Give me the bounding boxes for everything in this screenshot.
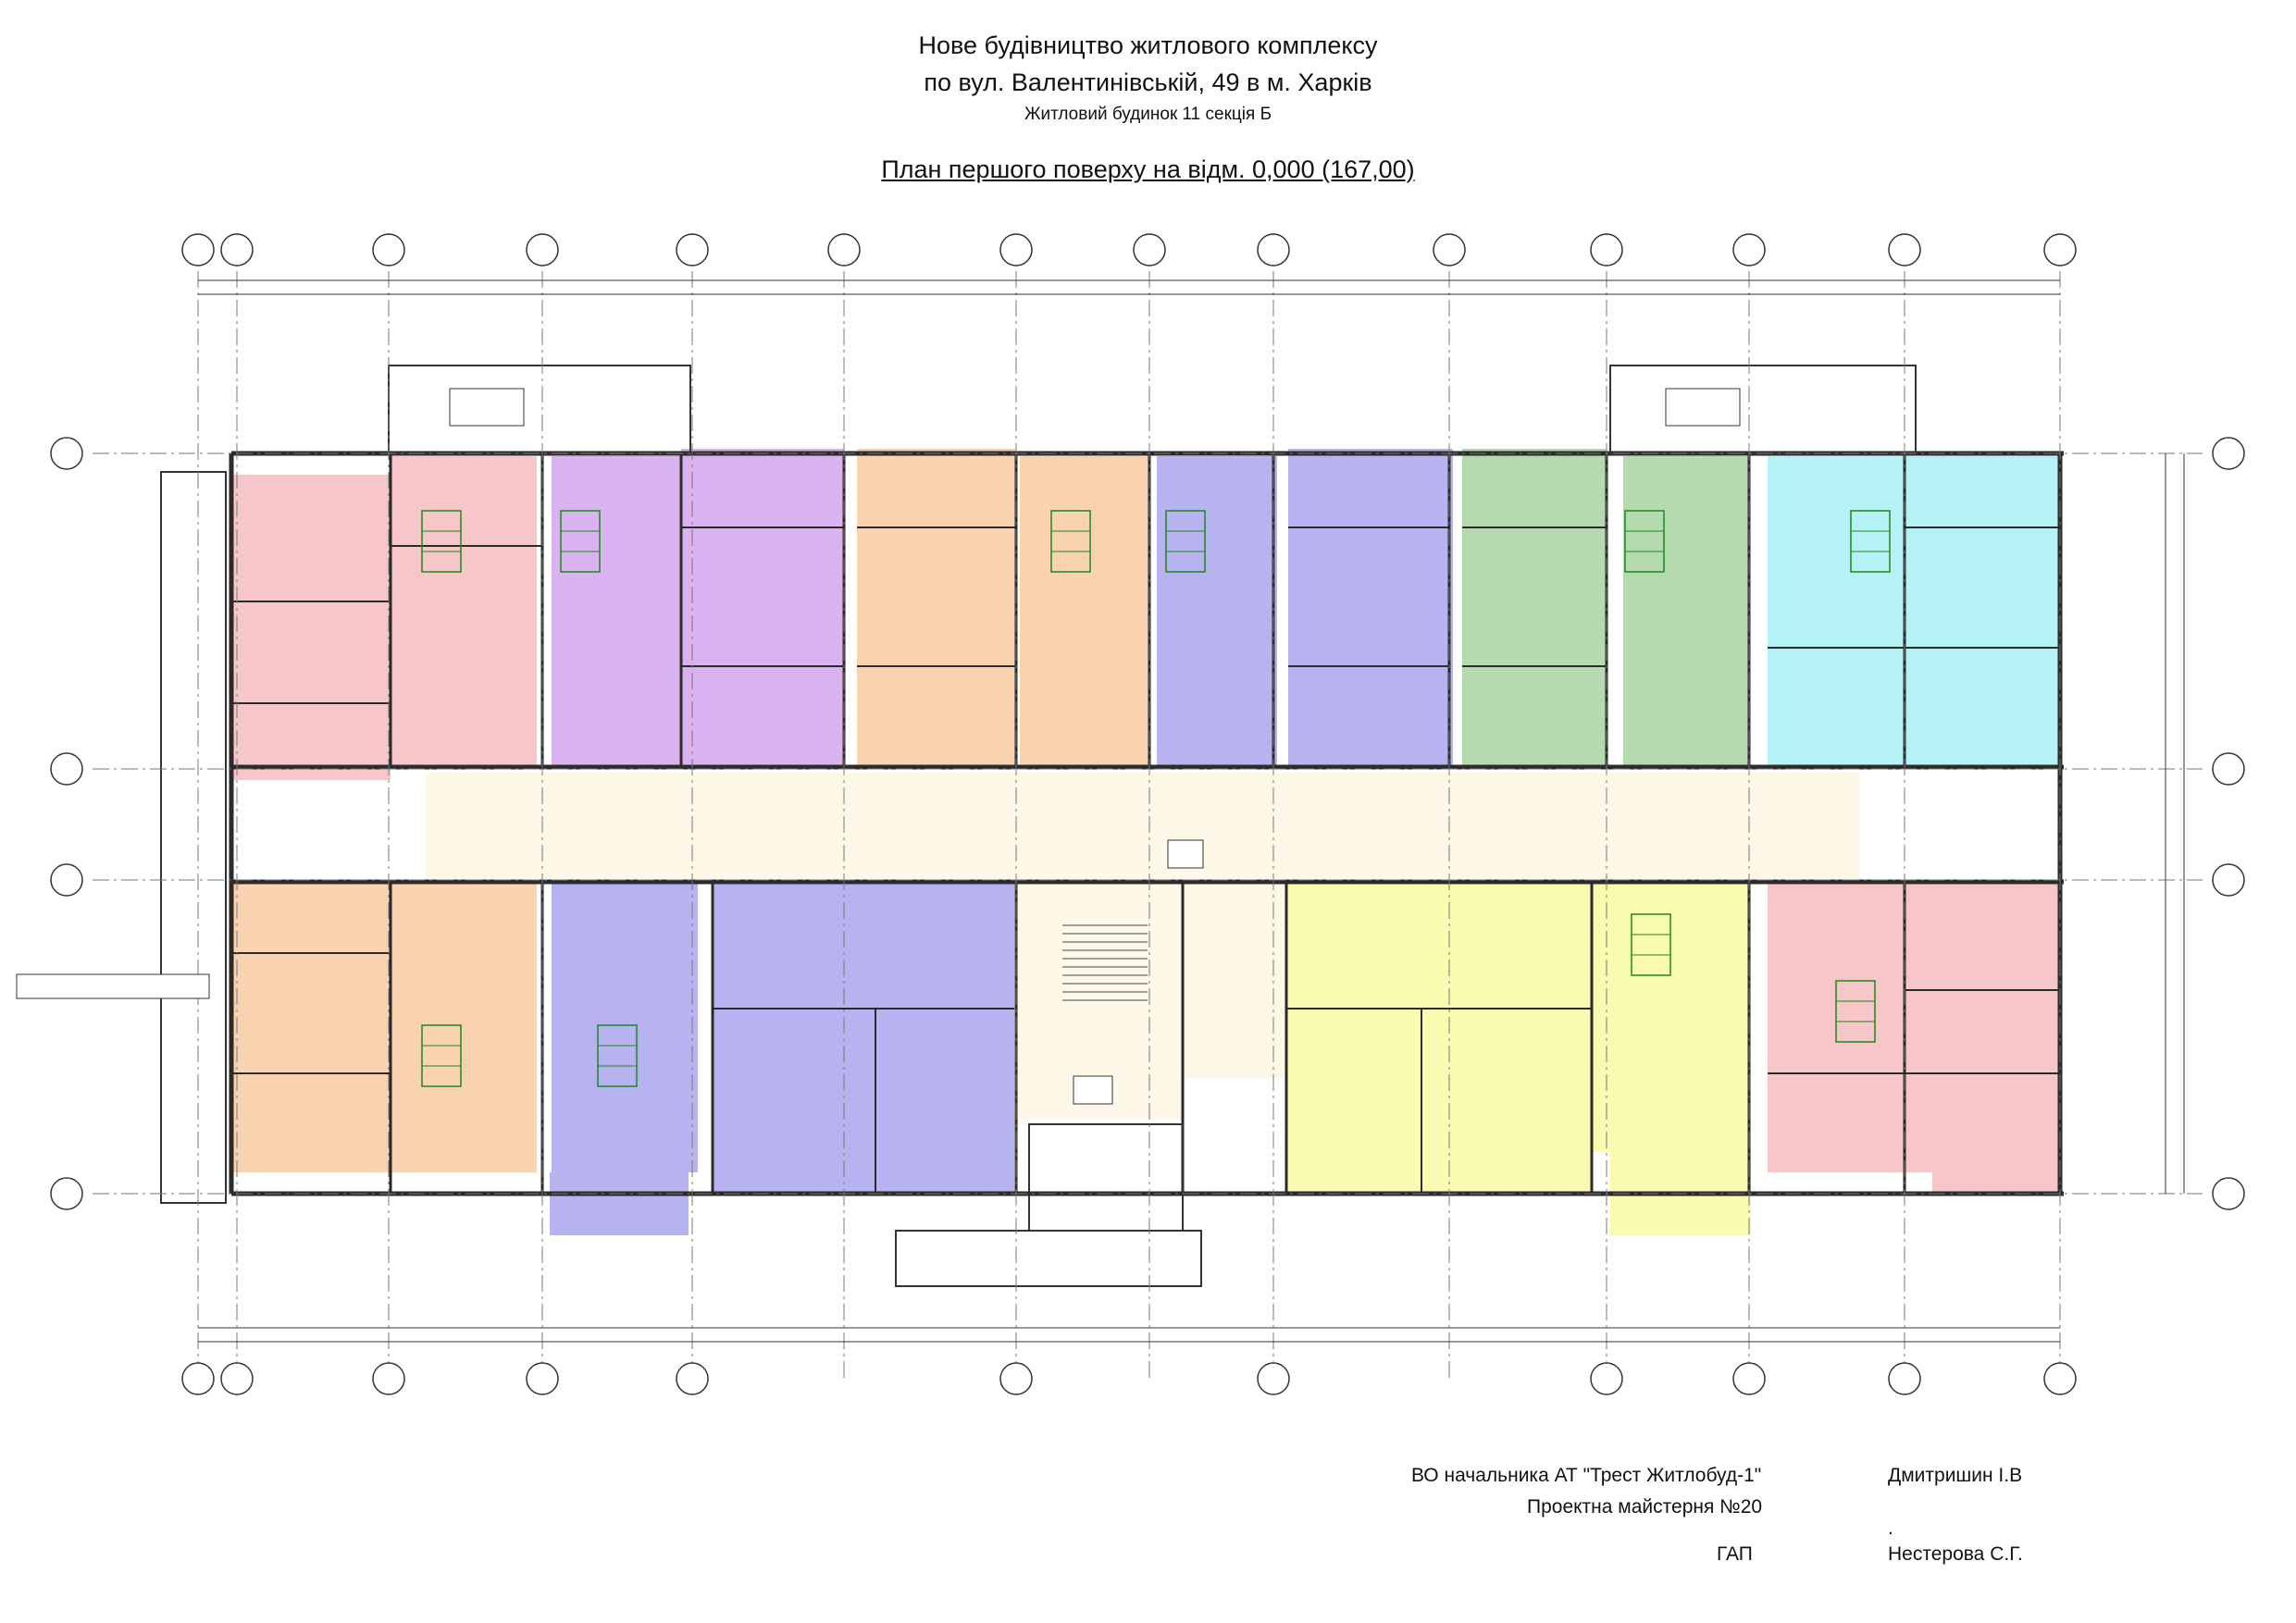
room-fill: [550, 1172, 689, 1235]
axis-bubble: [1590, 233, 1623, 266]
signature-dot: .: [1888, 1518, 1893, 1539]
room-fill: [552, 456, 681, 767]
apartment-badge: [597, 1024, 638, 1087]
apartment-badge: [1624, 510, 1665, 573]
org-line2: Проектна майстерня №20: [1527, 1496, 1763, 1518]
axis-bubble: [1888, 233, 1921, 266]
apartment-badge: [421, 510, 462, 573]
stair-hatch: [1665, 388, 1741, 427]
balcony-outline: [1609, 365, 1917, 454]
adjacent-building-edge: [160, 471, 227, 1204]
plan-title: План першого поверху на відм. 0,000 (167…: [881, 155, 1415, 183]
project-title-line2: по вул. Валентинівській, 49 в м. Харків: [924, 68, 1372, 96]
level-mark-main: [1167, 839, 1204, 869]
axis-bubble: [2043, 1362, 2077, 1395]
axis-bubble: [1732, 1362, 1766, 1395]
axis-bubble: [1888, 1362, 1921, 1395]
project-title-line1: Нове будівництво житлового комплексу: [918, 31, 1378, 59]
axis-bubble: [372, 1362, 405, 1395]
axis-bubble: [526, 1362, 559, 1395]
axis-bubble: [220, 233, 254, 266]
axis-bubble: [1433, 233, 1466, 266]
entry-vestibule: [1028, 1123, 1184, 1232]
room-fill: [233, 884, 396, 1172]
apartment-badge: [1050, 510, 1091, 573]
level-mark-stair: [1073, 1075, 1113, 1105]
axis-bubble: [2212, 437, 2245, 470]
entry-porch: [895, 1230, 1202, 1287]
axis-bubble: [676, 1362, 709, 1395]
axis-bubble: [1590, 1362, 1623, 1395]
room-fill: [1768, 884, 1906, 1172]
room-fill: [1286, 884, 1592, 1195]
apartment-badge: [560, 510, 601, 573]
axis-bubble: [2212, 1177, 2245, 1210]
stair-hatch: [449, 388, 525, 427]
room-fill: [1288, 449, 1453, 767]
axis-bubble: [372, 233, 405, 266]
axis-bubble: [181, 233, 215, 266]
room-fill: [857, 449, 1016, 767]
room-fill: [1016, 860, 1183, 1119]
room-fill: [1905, 456, 2062, 767]
room-fill: [552, 884, 698, 1172]
apartment-badge: [1165, 510, 1206, 573]
room-fill: [233, 475, 391, 780]
axis-bubble: [220, 1362, 254, 1395]
signatory-name-2: Нестерова С.Г.: [1888, 1543, 2023, 1565]
apartment-badge: [1631, 913, 1671, 976]
axis-bubble: [50, 437, 83, 470]
axis-bubble: [526, 233, 559, 266]
apartment-badge: [1850, 510, 1891, 573]
room-fill: [1462, 449, 1607, 767]
axis-bubble: [1732, 233, 1766, 266]
building-subtitle: Житловий будинок 11 секція Б: [1024, 105, 1272, 124]
axis-bubble: [999, 233, 1033, 266]
room-fill: [681, 449, 844, 767]
axis-bubble: [50, 1177, 83, 1210]
room-fill: [391, 456, 537, 767]
axis-bubble: [999, 1362, 1033, 1395]
axis-bubble: [181, 1362, 215, 1395]
balcony-outline: [388, 365, 691, 454]
room-fill: [1768, 456, 1905, 767]
room-fill: [1157, 456, 1277, 767]
axis-bubble: [1133, 233, 1166, 266]
axis-bubble: [50, 863, 83, 897]
axis-bubble: [2043, 233, 2077, 266]
room-fill: [1623, 456, 1749, 767]
role-label: ГАП: [1717, 1543, 1753, 1565]
axis-bubble: [2212, 752, 2245, 786]
room-fill: [391, 884, 537, 1172]
axis-bubble: [676, 233, 709, 266]
room-fill: [713, 884, 1014, 1195]
room-fill: [1932, 1110, 2062, 1194]
axis-bubble: [1257, 1362, 1290, 1395]
axis-bubble: [1257, 233, 1290, 266]
signatory-name-1: Дмитришин І.В: [1888, 1465, 2023, 1486]
room-fill: [1020, 456, 1149, 767]
room-fill: [1183, 884, 1286, 1078]
apartment-badge: [1835, 980, 1876, 1043]
axis-bubble: [50, 752, 83, 786]
junction-label-box: [16, 973, 210, 999]
axis-bubble: [827, 233, 861, 266]
org-line1: ВО начальника АТ "Трест Житлобуд-1": [1411, 1465, 1762, 1486]
axis-bubble: [2212, 863, 2245, 897]
apartment-badge: [421, 1024, 462, 1087]
